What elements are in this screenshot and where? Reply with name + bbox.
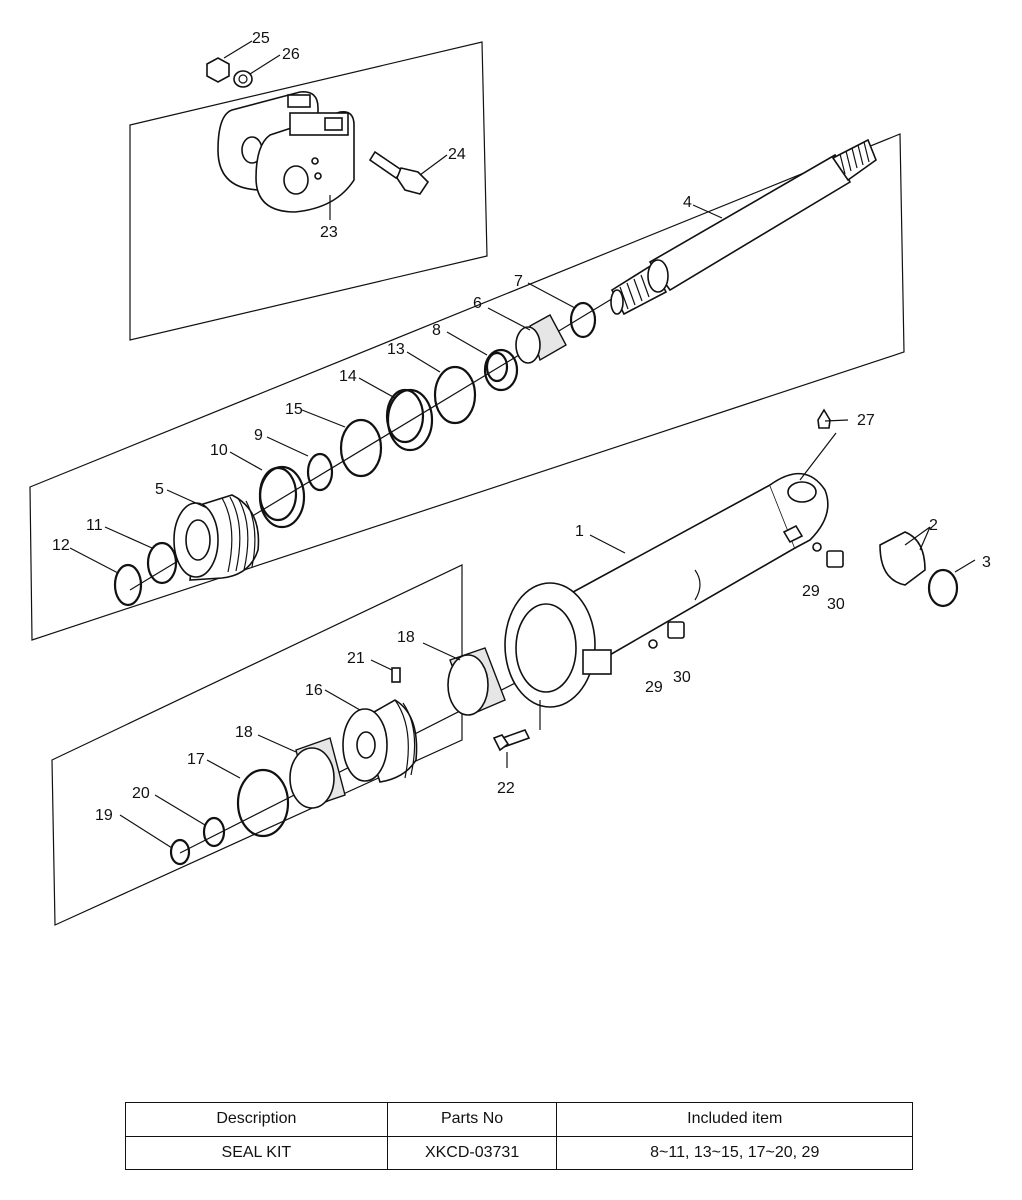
leader-lines xyxy=(69,40,976,849)
callout-27: 27 xyxy=(857,412,875,429)
callout-1: 1 xyxy=(575,523,584,540)
callout-18b: 18 xyxy=(235,724,253,741)
cylinder-tube xyxy=(504,408,831,708)
callout-4: 4 xyxy=(683,194,692,211)
callout-26: 26 xyxy=(282,46,300,63)
callout-23: 23 xyxy=(320,224,338,241)
piston-assembly xyxy=(169,647,531,866)
callout-21: 21 xyxy=(347,650,365,667)
callout-3: 3 xyxy=(982,554,991,571)
cell-parts-no: XKCD-03731 xyxy=(386,1135,558,1170)
pin-bracket-frame xyxy=(129,41,488,341)
cell-included-item: 8~11, 13~15, 17~20, 29 xyxy=(556,1135,913,1170)
callout-6: 6 xyxy=(473,295,482,312)
callout-5: 5 xyxy=(155,481,164,498)
cylinder-head xyxy=(173,494,260,581)
callout-18a: 18 xyxy=(397,629,415,646)
callout-30a: 30 xyxy=(827,596,845,613)
cell-description: SEAL KIT xyxy=(125,1135,388,1170)
callout-20: 20 xyxy=(132,785,150,802)
exploded-parts-diagram: 1 2 3 4 5 6 7 8 9 10 11 12 13 14 15 16 1… xyxy=(29,30,991,926)
callout-14: 14 xyxy=(339,368,357,385)
table-header-row: Description Parts No Included item xyxy=(125,1102,913,1137)
callout-9: 9 xyxy=(254,427,263,444)
callout-8: 8 xyxy=(432,322,441,339)
callout-29a: 29 xyxy=(802,583,820,600)
callout-30b: 30 xyxy=(673,669,691,686)
rod-assembly-frame xyxy=(29,133,905,641)
callout-29b: 29 xyxy=(645,679,663,696)
callout-12: 12 xyxy=(52,537,70,554)
callout-15: 15 xyxy=(285,401,303,418)
callout-13: 13 xyxy=(387,341,405,358)
callout-25: 25 xyxy=(252,30,270,47)
callout-10: 10 xyxy=(210,442,228,459)
callout-17: 17 xyxy=(187,751,205,768)
rod-seals xyxy=(258,301,597,529)
piston-rod xyxy=(610,138,877,316)
callout-11: 11 xyxy=(86,517,103,534)
table-row: SEAL KIT XKCD-03731 8~11, 13~15, 17~20, … xyxy=(125,1135,913,1170)
callout-19: 19 xyxy=(95,807,113,824)
callout-22: 22 xyxy=(497,780,515,797)
header-description: Description xyxy=(125,1102,388,1137)
callout-16: 16 xyxy=(305,682,323,699)
header-parts-no: Parts No xyxy=(386,1102,558,1137)
pin-bracket-assembly xyxy=(206,57,430,213)
callout-24: 24 xyxy=(448,146,466,163)
piston-assembly-frame xyxy=(51,564,463,926)
callout-2: 2 xyxy=(929,517,938,534)
callout-7: 7 xyxy=(514,273,523,290)
seal-kit-table: Description Parts No Included item SEAL … xyxy=(125,1102,913,1170)
header-included-item: Included item xyxy=(556,1102,913,1137)
